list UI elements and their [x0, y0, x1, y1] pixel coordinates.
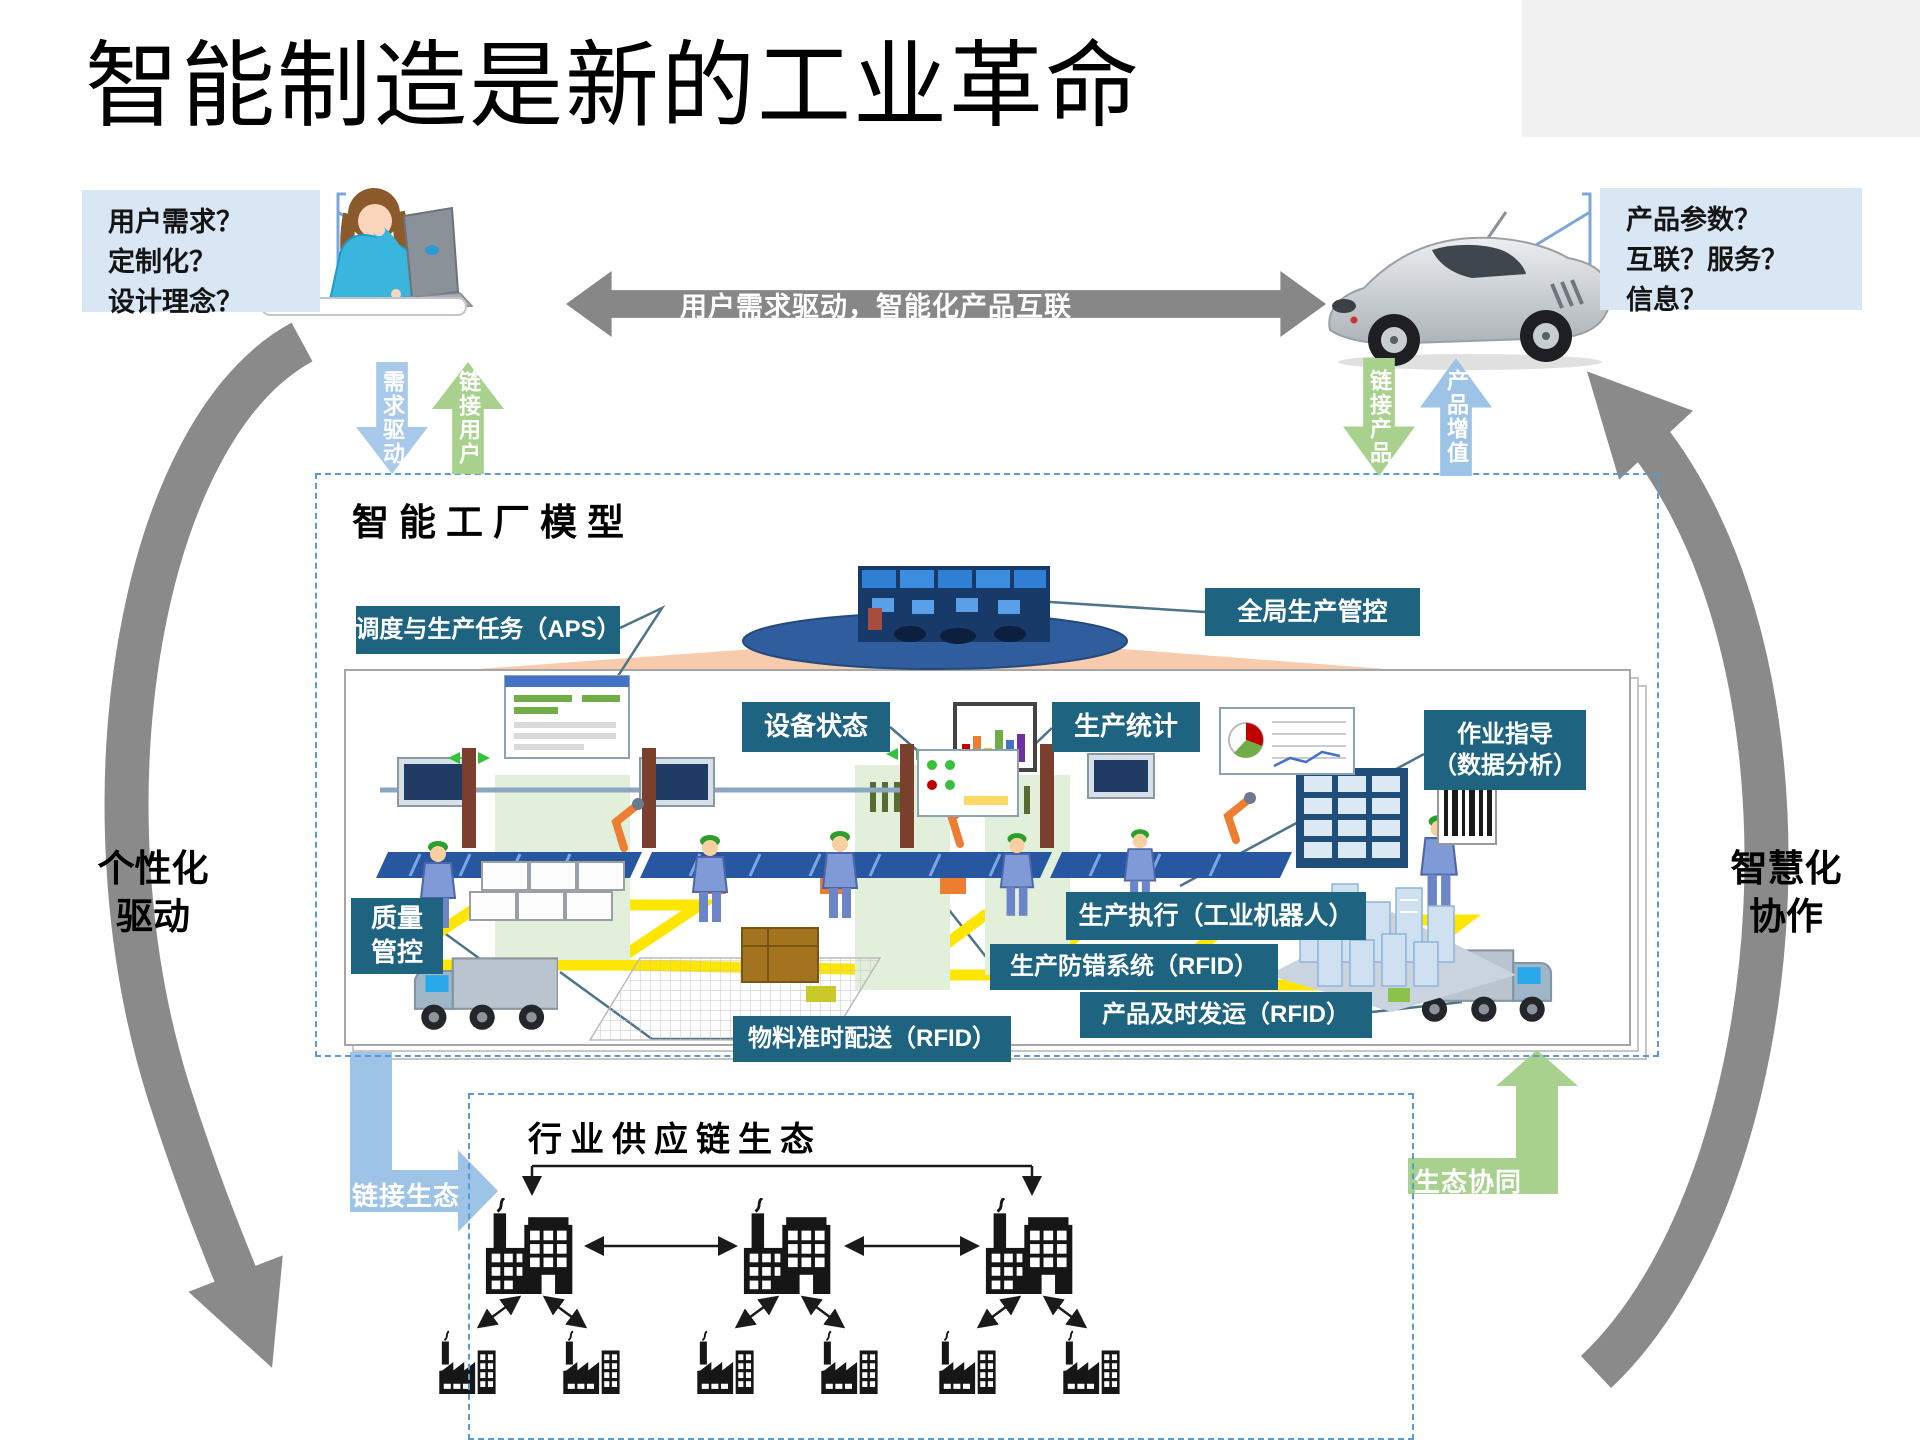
smart-collaboration-label: 智慧化 协作: [1706, 845, 1866, 941]
user-question-line: 用户需求？: [108, 207, 243, 237]
personalized-drive-label: 个性化 驱动: [80, 845, 226, 941]
product-question-line: 信息？: [1626, 285, 1707, 315]
sports-car-illustration: [1328, 211, 1612, 370]
label-production-stats: 生产统计: [1052, 702, 1200, 752]
label-product-shipping: 产品及时发运（RFID）: [1080, 992, 1372, 1038]
label-device-status: 设备状态: [742, 702, 890, 752]
label-material-delivery: 物料准时配送（RFID）: [733, 1016, 1011, 1062]
supply-chain-title: 行业供应链生态: [528, 1120, 822, 1160]
label-production-execution: 生产执行（工业机器人）: [1066, 892, 1366, 940]
smart-factory-title: 智能工厂模型: [352, 500, 634, 544]
user-question-line: 设计理念？: [108, 287, 243, 317]
label-aps: 调度与生产任务（APS）: [355, 606, 621, 654]
link-user-arrow: 链接用户: [432, 362, 504, 474]
product-questions-box: 产品参数？ 互联？服务？ 信息？: [1600, 188, 1862, 315]
product-question-line: 产品参数？: [1626, 205, 1761, 235]
label-global-control: 全局生产管控: [1205, 588, 1420, 636]
supply-chain-box: [468, 1093, 1414, 1440]
left-curved-arrow: [104, 322, 314, 1368]
factory-floor-illustration: [344, 566, 1647, 1060]
product-value-arrow: 产品增值: [1420, 358, 1492, 476]
eco-synergy-label: 生态协同: [1414, 1167, 1523, 1197]
smart-collaboration-line: 智慧化: [1730, 848, 1842, 889]
smart-collaboration-line: 协作: [1749, 896, 1823, 938]
label-quality: 质量 管控: [351, 898, 443, 974]
link-product-arrow: 链接产品: [1343, 358, 1415, 476]
personalized-drive-line: 个性化: [97, 848, 209, 889]
label-error-proofing: 生产防错系统（RFID）: [990, 944, 1278, 990]
pallet-boxes: [469, 861, 625, 921]
supply-chain-tree: [438, 1164, 1121, 1394]
demand-drive-arrow: 需求驱动: [356, 362, 428, 474]
eco-synergy-arrow: [1408, 1050, 1578, 1194]
right-curved-arrow: [1580, 371, 1789, 1389]
user-question-line: 定制化？: [108, 247, 216, 277]
double-arrow-label: 用户需求驱动，智能化产品互联: [680, 291, 1072, 322]
link-product-label: 链接产品: [1367, 369, 1392, 465]
product-question-line: 互联？服务？: [1626, 245, 1788, 275]
city-buildings-icon: [1268, 883, 1516, 1012]
product-value-label: 产品增值: [1444, 369, 1469, 465]
quality-line: 管控: [370, 937, 423, 967]
quality-line: 质量: [370, 903, 423, 934]
work-guidance-line: 作业指导: [1457, 720, 1553, 748]
personalized-drive-line: 驱动: [116, 896, 190, 938]
work-guidance-line: （数据分析）: [1433, 752, 1577, 779]
control-room-photo: [858, 566, 1050, 644]
sensor-posts: [448, 744, 1054, 848]
user-questions-box: 用户需求？ 定制化？ 设计理念？: [82, 190, 320, 317]
link-user-label: 链接用户: [456, 370, 481, 466]
link-ecosystem-label: 链接生态: [352, 1181, 461, 1211]
demand-drive-label: 需求驱动: [380, 370, 405, 466]
link-ecosystem-arrow: [350, 1052, 498, 1232]
label-work-guidance: 作业指导 （数据分析）: [1424, 710, 1586, 790]
page-title: 智能制造是新的工业革命: [85, 32, 1142, 141]
dashboard-screens: [504, 675, 1355, 817]
corner-decoration: [1522, 0, 1920, 137]
woman-at-laptop-illustration: [250, 188, 474, 316]
